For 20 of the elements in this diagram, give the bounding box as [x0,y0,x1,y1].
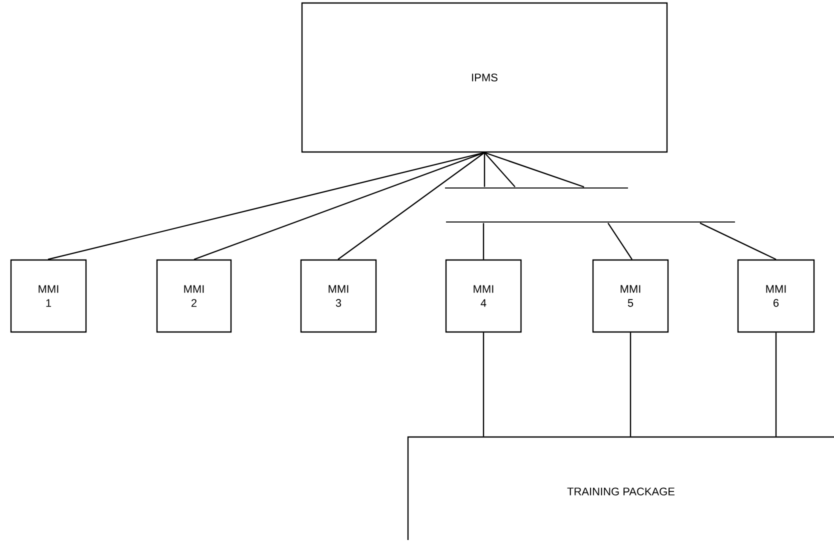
connector-line [630,332,632,436]
terminal-box: MMI 5 [592,259,669,333]
terminal-box: MMI 3 [300,259,377,333]
terminal-box: MMI 6 [737,259,815,333]
connector-line [482,223,484,260]
terminal-box: MMI 1 [10,259,87,333]
connector-line [608,222,633,260]
connector-line [484,152,584,188]
connector-line [338,152,485,260]
terminal-box: MMI 4 [445,259,522,333]
connector-line [48,152,485,260]
connector-line [482,332,484,436]
terminal-box: MMI 2 [156,259,232,333]
system-box: IPMS [301,2,668,153]
package-box: TRAINING PACKAGE [407,436,834,540]
connector-line [484,152,516,188]
connector-line [700,222,776,260]
connector-line [775,332,777,436]
connector-line [194,152,485,260]
connector-line [484,152,486,187]
